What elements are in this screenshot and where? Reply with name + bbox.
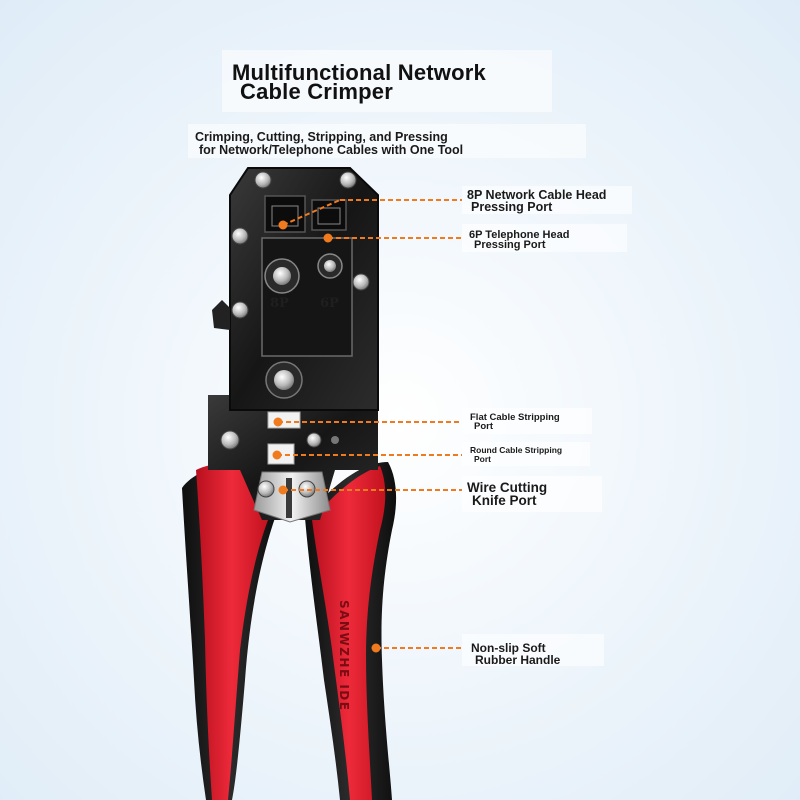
subtitle-line-2: for Network/Telephone Cables with One To…: [199, 143, 464, 157]
callout-wire-cutting-line-2: Knife Port: [472, 493, 537, 508]
callout-6p-line-1: 6P Telephone Head: [469, 229, 570, 241]
callout-handle-panel: [462, 634, 604, 666]
callout-6p-line-2: Pressing Port: [474, 239, 546, 251]
right-handle-red-inlay: [312, 466, 386, 800]
port-6p-label: 6P: [320, 296, 339, 311]
subtitle-line-1: Crimping, Cutting, Stripping, and Pressi…: [195, 130, 448, 144]
callout-8p-line-1: 8P Network Cable Head: [467, 188, 607, 202]
left-handle-red-inlay: [196, 464, 268, 800]
callout-round-strip-line-1: Round Cable Stripping: [470, 445, 563, 455]
callout-8p-line-2: Pressing Port: [471, 200, 553, 214]
subtitle-panel: [188, 124, 586, 158]
title-line-2: Cable Crimper: [240, 79, 393, 104]
flat-strip-slot: [267, 411, 301, 429]
ratchet-lever: [212, 300, 230, 330]
callout-flat-strip-line-1: Flat Cable Stripping: [470, 412, 560, 423]
callout-round-strip-line-2: Port: [474, 454, 491, 464]
callout-6p-panel: [462, 224, 627, 252]
title-line-1: Multifunctional Network: [232, 60, 486, 85]
callout-round-strip-panel: [462, 442, 590, 466]
port-8p-label: 8P: [270, 296, 289, 311]
handle-brand-stamp: SANWZHE IDE: [337, 600, 351, 711]
head-screws: [220, 171, 370, 498]
callout-handle-line-1: Non-slip Soft: [471, 641, 546, 655]
callout-wire-cutting-line-1: Wire Cutting: [467, 480, 548, 495]
callout-flat-strip-panel: [462, 408, 592, 434]
callout-handle-line-2: Rubber Handle: [475, 653, 561, 667]
callout-wire-cutting-panel: [462, 476, 602, 512]
callout-flat-strip-line-2: Port: [474, 421, 493, 432]
title-panel: [222, 50, 552, 112]
callout-8p-panel: [462, 186, 632, 214]
callout-leaders: [272, 199, 462, 653]
